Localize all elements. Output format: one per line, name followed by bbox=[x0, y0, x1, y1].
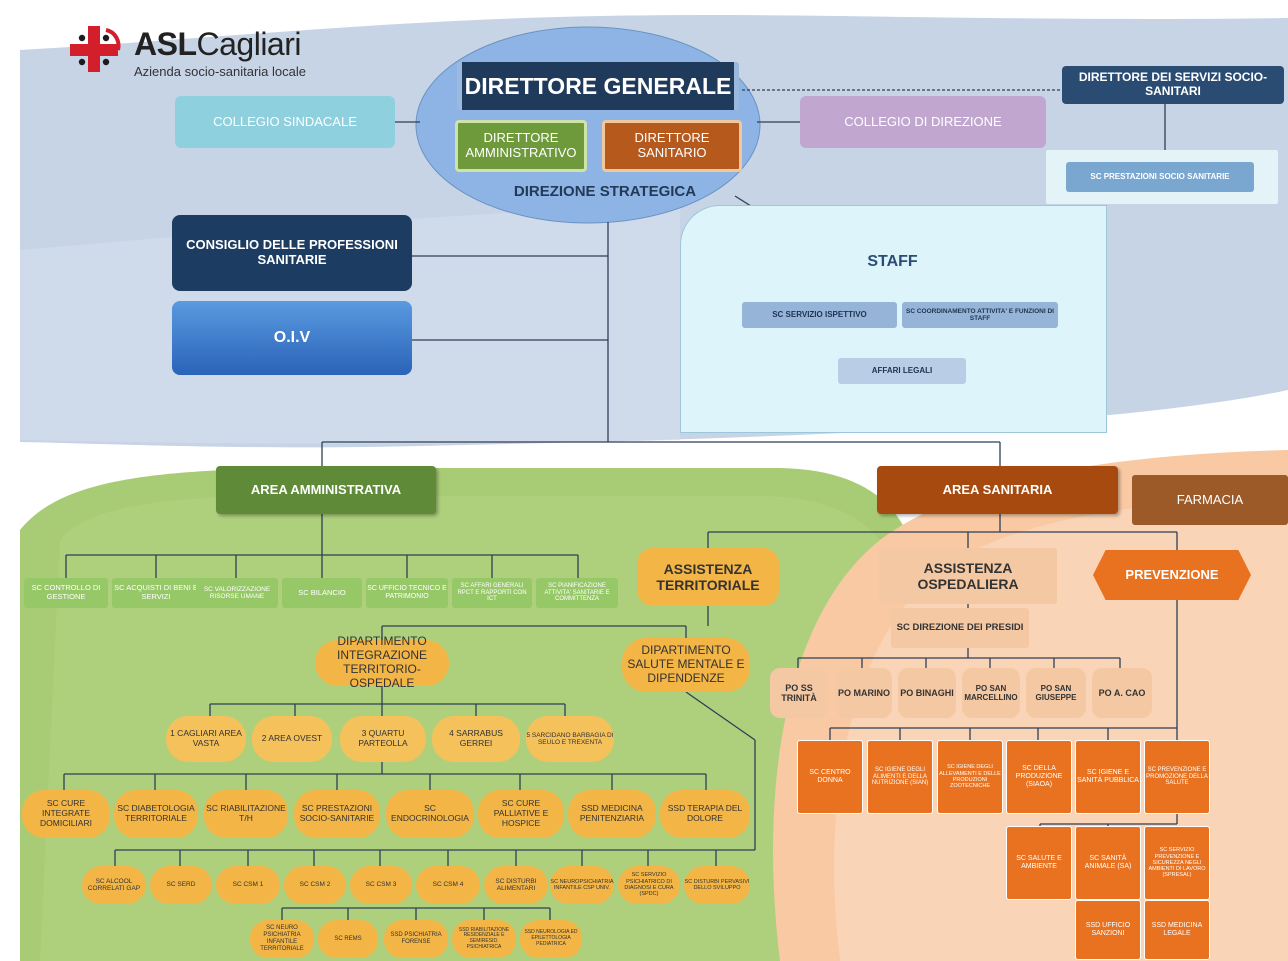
affari-legali-box: AFFARI LEGALI bbox=[838, 358, 966, 384]
sc-direzione-presidi-box: SC DIREZIONE DEI PRESIDI bbox=[891, 608, 1029, 648]
assistenza-ospedaliera-box: ASSISTENZA OSPEDALIERA bbox=[879, 548, 1057, 604]
prevenzione-unit: SC IGIENE DEGLI ALIMENTI E DELLA NUTRIZI… bbox=[867, 740, 933, 814]
asl-logo-icon bbox=[70, 26, 121, 72]
direzione-strategica-label: DIREZIONE STRATEGICA bbox=[513, 183, 697, 200]
dipartimento-salute-mentale-box: DIPARTIMENTO SALUTE MENTALE E DIPENDENZE bbox=[622, 638, 750, 692]
salute-mentale-unit: SC DISTURBI ALIMENTARI bbox=[484, 866, 548, 904]
amm-unit: SC PIANIFICAZIONE ATTIVITA' SANITARIE E … bbox=[536, 578, 618, 608]
presidio-box: PO SAN GIUSEPPE bbox=[1026, 668, 1086, 718]
prevenzione-unit: SC IGIENE DEGLI ALLEVAMENTI E DELLE PROD… bbox=[937, 740, 1003, 814]
farmacia-box: FARMACIA bbox=[1132, 475, 1288, 525]
salute-mentale-sub-unit: SSD RIABILITAZIONE RESIDENZIALE E SEMIRE… bbox=[452, 920, 516, 958]
amm-unit: SC BILANCIO bbox=[282, 578, 362, 608]
amm-unit: SC CONTROLLO DI GESTIONE bbox=[24, 578, 108, 608]
presidio-box: PO A. CAO bbox=[1092, 668, 1152, 718]
servizio-box: SC RIABILITAZIONE T/H bbox=[204, 790, 288, 838]
distretto-box: 1 CAGLIARI AREA VASTA bbox=[166, 716, 246, 762]
amm-unit: SC UFFICIO TECNICO E PATRIMONIO bbox=[366, 578, 448, 608]
sc-prestazioni-box: SC PRESTAZIONI SOCIO SANITARIE bbox=[1066, 162, 1254, 192]
amm-unit: SC VALORIZZAZIONE RISORSE UMANE bbox=[196, 578, 278, 608]
direttore-amministrativo-box: DIRETTORE AMMINISTRATIVO bbox=[455, 120, 587, 172]
area-amministrativa-box: AREA AMMINISTRATIVA bbox=[216, 466, 436, 514]
distretto-box: 4 SARRABUS GERREI bbox=[432, 716, 520, 762]
servizio-box: SC ENDOCRINOLOGIA bbox=[386, 790, 474, 838]
presidio-box: PO BINAGHI bbox=[898, 668, 956, 718]
servizio-box: SC CURE PALLIATIVE E HOSPICE bbox=[478, 790, 564, 838]
area-sanitaria-box: AREA SANITARIA bbox=[877, 466, 1118, 514]
salute-mentale-unit: SC CSM 1 bbox=[216, 866, 280, 904]
salute-mentale-unit: SC CSM 2 bbox=[284, 866, 346, 904]
salute-mentale-unit: SC ALCOOL CORRELATI GAP bbox=[82, 866, 146, 904]
logo-name: ASLCagliari bbox=[134, 26, 301, 62]
salute-mentale-unit: SC NEUROPSICHIATRIA INFANTILE CSP UNIV. bbox=[550, 866, 614, 904]
staff-title: STAFF bbox=[867, 253, 918, 270]
presidio-box: PO MARINO bbox=[836, 668, 892, 718]
servizio-box: SSD MEDICINA PENITENZIARIA bbox=[568, 790, 656, 838]
dipartimento-integrazione-box: DIPARTIMENTO INTEGRAZIONE TERRITORIO-OSP… bbox=[315, 635, 449, 690]
sc-servizio-ispettivo-box: SC SERVIZIO ISPETTIVO bbox=[742, 302, 897, 328]
prevenzione-unit: SC CENTRO DONNA bbox=[797, 740, 863, 814]
distretto-box: 5 SARCIDANO BARBAGIA DI SEULO E TREXENTA bbox=[526, 716, 614, 762]
salute-mentale-sub-unit: SSD NEUROLOGIA ED EPILETTOLOGIA PEDIATRI… bbox=[520, 920, 582, 958]
distretto-box: 2 AREA OVEST bbox=[252, 716, 332, 762]
amm-unit: SC AFFARI GENERALI RPCT E RAPPORTI CON I… bbox=[452, 578, 532, 608]
prevenzione-unit: SC PREVENZIONE E PROMOZIONE DELLA SALUTE bbox=[1144, 740, 1210, 814]
servizio-box: SC PRESTAZIONI SOCIO-SANITARIE bbox=[294, 790, 380, 838]
salute-mentale-unit: SC SERVIZIO PSICHIATRICO DI DIAGNOSI E C… bbox=[618, 866, 680, 904]
sc-coordinamento-box: SC COORDINAMENTO ATTIVITA' E FUNZIONI DI… bbox=[902, 302, 1058, 328]
consiglio-professioni-box: CONSIGLIO DELLE PROFESSIONI SANITARIE bbox=[172, 215, 412, 291]
collegio-sindacale-box: COLLEGIO SINDACALE bbox=[175, 96, 395, 148]
oiv-box: O.I.V bbox=[172, 301, 412, 375]
salute-mentale-sub-unit: SC REMS bbox=[318, 920, 378, 958]
prevenzione-unit: SC SANITÀ ANIMALE (SA) bbox=[1075, 826, 1141, 900]
servizio-box: SC CURE INTEGRATE DOMICILIARI bbox=[22, 790, 110, 838]
amm-unit: SC ACQUISTI DI BENI E SERVIZI bbox=[112, 578, 200, 608]
salute-mentale-sub-unit: SSD PSICHIATRIA FORENSE bbox=[384, 920, 448, 958]
prevenzione-unit: SSD MEDICINA LEGALE bbox=[1144, 900, 1210, 960]
distretto-box: 3 QUARTU PARTEOLLA bbox=[340, 716, 426, 762]
direttore-servizi-socio-sanitari-box: DIRETTORE DEI SERVIZI SOCIO- SANITARI bbox=[1062, 66, 1284, 104]
logo-subtitle: Azienda socio-sanitaria locale bbox=[134, 64, 306, 79]
salute-mentale-unit: SC CSM 3 bbox=[350, 866, 412, 904]
direttore-sanitario-box: DIRETTORE SANITARIO bbox=[602, 120, 742, 172]
servizio-box: SSD TERAPIA DEL DOLORE bbox=[660, 790, 750, 838]
direttore-generale-box: DIRETTORE GENERALE bbox=[457, 62, 739, 110]
salute-mentale-unit: SC CSM 4 bbox=[416, 866, 480, 904]
prevenzione-unit: SC IGIENE E SANITÀ PUBBLICA bbox=[1075, 740, 1141, 814]
presidio-box: PO SAN MARCELLINO bbox=[962, 668, 1020, 718]
salute-mentale-unit: SC SERD bbox=[150, 866, 212, 904]
servizio-box: SC DIABETOLOGIA TERRITORIALE bbox=[114, 790, 198, 838]
prevenzione-unit: SC DELLA PRODUZIONE (SIAOA) bbox=[1006, 740, 1072, 814]
assistenza-territoriale-box: ASSISTENZA TERRITORIALE bbox=[637, 548, 779, 606]
presidio-box: PO SS TRINITÀ bbox=[770, 668, 828, 718]
prevenzione-unit: SSD UFFICIO SANZIONI bbox=[1075, 900, 1141, 960]
salute-mentale-sub-unit: SC NEURO PSICHIATRIA INFANTILE TERRITORI… bbox=[250, 920, 314, 958]
prevenzione-unit: SC SERVIZIO PREVENZIONE E SICUREZZA NEGL… bbox=[1144, 826, 1210, 900]
collegio-direzione-box: COLLEGIO DI DIREZIONE bbox=[800, 96, 1046, 148]
prevenzione-box: PREVENZIONE bbox=[1093, 550, 1251, 600]
prevenzione-unit: SC SALUTE E AMBIENTE bbox=[1006, 826, 1072, 900]
salute-mentale-unit: SC DISTURBI PERVASIVI DELLO SVILUPPO bbox=[684, 866, 750, 904]
